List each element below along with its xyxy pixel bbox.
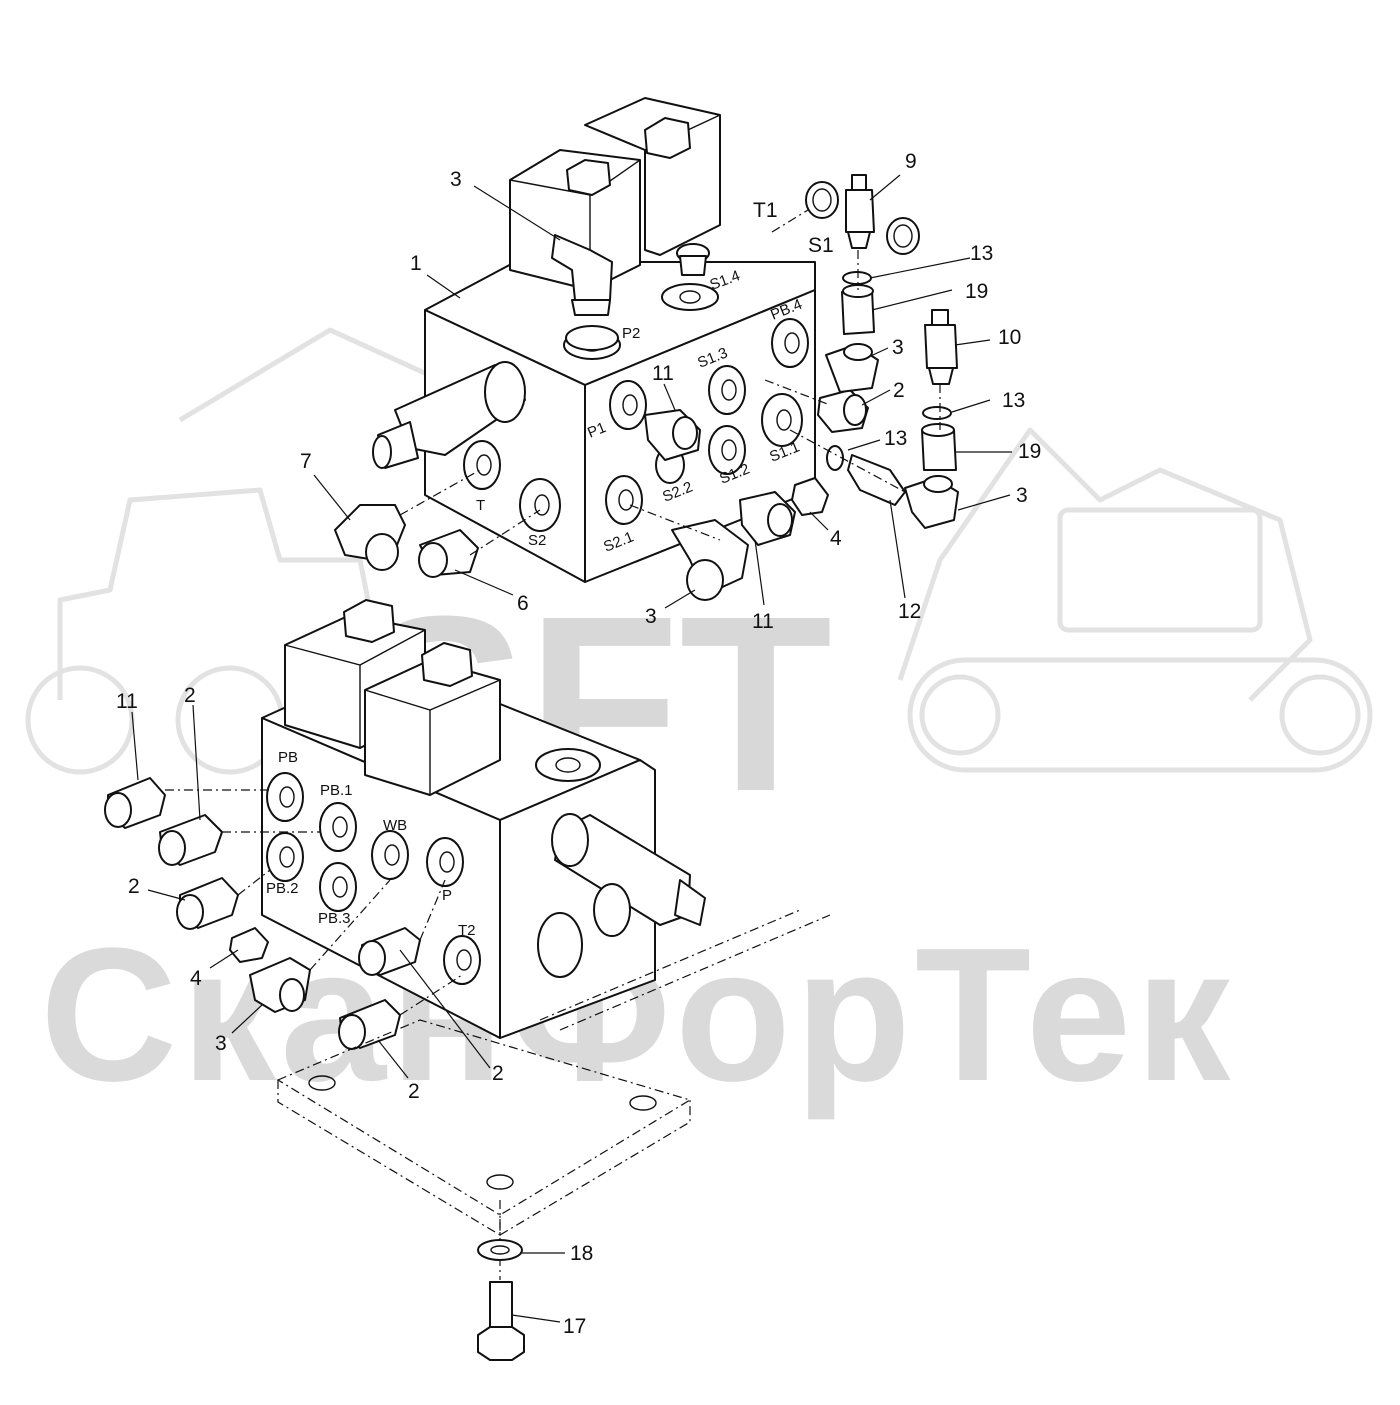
lower-fittings — [104, 777, 831, 1050]
washer-13-upper — [842, 271, 872, 285]
port-label-T: T — [476, 497, 485, 514]
fitting-2-lower-a — [158, 814, 223, 866]
lower-port-holes — [266, 772, 481, 985]
fitting-3-elbow-right-lower — [904, 475, 959, 529]
callout-7: 7 — [300, 450, 312, 473]
callout-13-b: 13 — [1002, 389, 1025, 412]
upper-fittings — [334, 174, 959, 601]
washer-18 — [477, 1239, 523, 1261]
port-label-P: P — [442, 887, 452, 904]
elbow-fitting-top — [551, 234, 619, 351]
callout-19-a: 19 — [965, 280, 988, 303]
callout-11-lower: 11 — [116, 690, 138, 713]
callout-13-c: 13 — [884, 427, 907, 450]
port-label-P2: P2 — [622, 325, 640, 342]
fitting-3-elbow-right-upper — [825, 343, 879, 393]
adapter-19-upper — [841, 284, 875, 335]
fitting-2-lower-c — [358, 927, 421, 976]
centerline-lower-2c — [419, 879, 446, 941]
callout-19-b: 19 — [1018, 440, 1041, 463]
callout-9: 9 — [905, 150, 917, 173]
lower-top-port — [535, 748, 601, 782]
solenoid-coil-lower-2 — [364, 642, 501, 796]
callout-17: 17 — [563, 1315, 586, 1338]
cartridge-valve-upper — [372, 361, 526, 469]
callout-3-top: 3 — [450, 168, 462, 191]
centerline-to-plate-2 — [559, 914, 831, 1031]
centerline-right-stack — [764, 379, 831, 406]
fitting-3-elbow-lower — [249, 957, 311, 1013]
bolt-17 — [477, 1281, 525, 1361]
cartridge-valve-lower — [551, 813, 706, 926]
leader-lines — [131, 174, 1012, 1323]
callout-12: 12 — [898, 600, 921, 623]
callout-18: 18 — [570, 1242, 593, 1265]
callout-2-lower-left: 2 — [128, 875, 140, 898]
centerline-T1 — [771, 209, 809, 233]
lower-valve-block: PB PB.1 WB PB.2 PB.3 P T2 — [261, 599, 706, 1039]
callout-3-right: 3 — [892, 336, 904, 359]
centerline-lower-2d — [399, 974, 463, 1016]
port-label-S1: S1 — [808, 234, 834, 257]
fitting-6-straight — [418, 529, 479, 578]
callout-4-lower: 4 — [190, 967, 202, 990]
pressure-switch-9 — [845, 174, 875, 249]
pressure-switch-10 — [924, 309, 958, 385]
centerline-to-plate-1 — [539, 909, 801, 1021]
plug-4-upper — [791, 477, 829, 516]
callout-11-upper: 11 — [652, 362, 674, 385]
port-label-PB.1: PB.1 — [320, 782, 353, 799]
callout-4-upper: 4 — [830, 527, 842, 550]
port-label-S2: S2 — [528, 532, 546, 549]
callout-6: 6 — [517, 592, 529, 615]
callout-10: 10 — [998, 326, 1021, 349]
callout-2-lower-right: 2 — [492, 1062, 504, 1085]
callout-numbers: 3 1 9 13 19 10 3 2 13 13 19 3 11 7 4 6 3… — [116, 150, 1041, 1338]
adapter-12 — [847, 454, 906, 506]
upper-valve-block: P2 S1.4 PB.4 S1.3 P1 S1.1 S1.2 S2.2 S2.1… — [372, 97, 834, 583]
washer-13-mid — [826, 445, 844, 471]
plug-top-S1.4 — [676, 243, 710, 276]
fitting-11-lower — [104, 777, 166, 829]
plug-4-lower — [229, 927, 269, 963]
washer-13-right — [922, 406, 952, 420]
solenoid-coil-upper-1 — [509, 149, 641, 291]
fitting-7-elbow — [334, 504, 406, 571]
callout-2-lower-bottom: 2 — [408, 1080, 420, 1103]
port-label-WB: WB — [383, 817, 407, 834]
callout-3-low: 3 — [645, 605, 657, 628]
fitting-3-elbow-low — [671, 519, 749, 601]
fitting-2-lower-b — [176, 877, 239, 930]
port-label-PB.3: PB.3 — [318, 910, 351, 927]
port-label-T1: T1 — [753, 199, 778, 222]
centerline-lower-2b — [237, 869, 271, 896]
fitting-11-upper-right — [739, 491, 796, 546]
fitting-11-upper-left — [644, 409, 701, 461]
callout-13-a: 13 — [970, 242, 993, 265]
plug-S1 — [886, 217, 920, 255]
fitting-2-upper — [817, 389, 869, 433]
centerline-S2.1 — [629, 504, 721, 541]
solenoid-coil-upper-2 — [584, 97, 721, 256]
callout-3-far-right: 3 — [1016, 484, 1028, 507]
adapter-19-right — [921, 423, 957, 471]
centerline-upper-left — [399, 469, 481, 516]
plug-T1 — [805, 181, 839, 219]
port-label-PB: PB — [278, 749, 298, 766]
callout-3-lower: 3 — [215, 1032, 227, 1055]
callout-11-mid: 11 — [752, 610, 774, 633]
centerline-S2 — [469, 509, 541, 556]
callout-2-lower-top: 2 — [184, 684, 196, 707]
port-label-P1: P1 — [585, 419, 608, 442]
port-label-PB.2: PB.2 — [266, 880, 299, 897]
callout-1: 1 — [410, 252, 422, 275]
watermark-excavator-right — [897, 427, 1373, 773]
callout-2-right: 2 — [893, 379, 905, 402]
centerline-lower-3 — [309, 879, 391, 971]
centerline-lower-right — [789, 429, 906, 493]
port-label-T2: T2 — [458, 922, 476, 939]
